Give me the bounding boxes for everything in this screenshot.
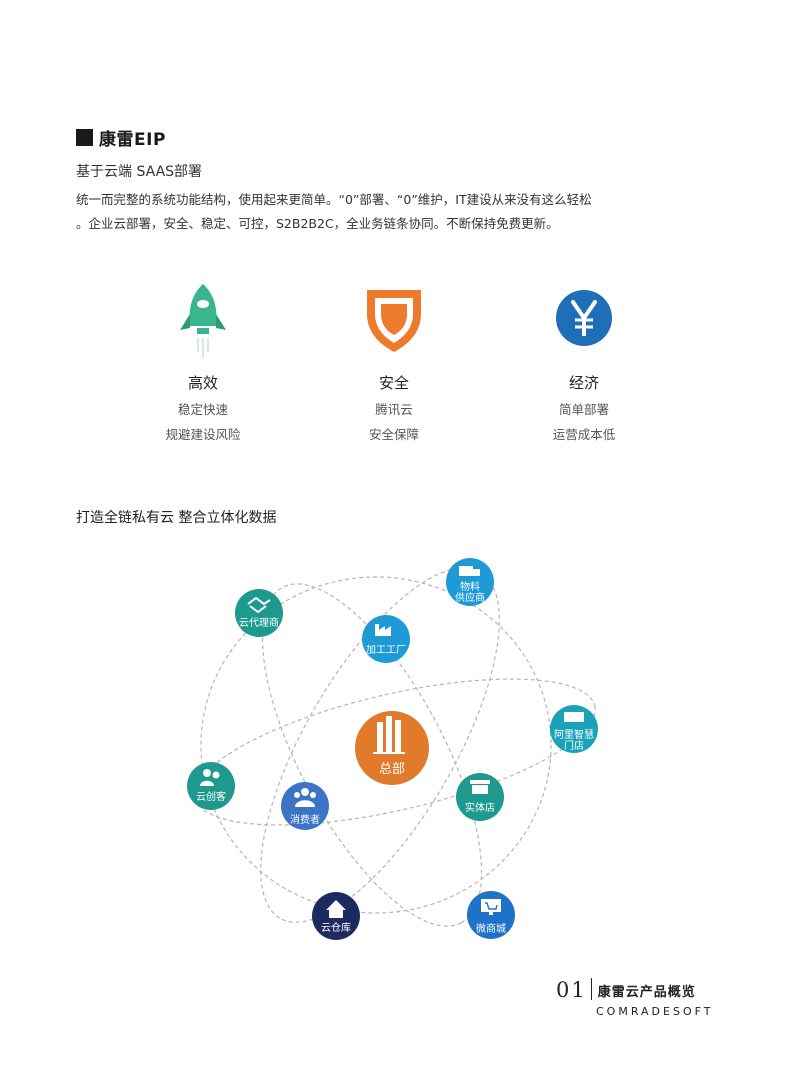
footer-title: 康雷云产品概览 xyxy=(597,985,696,1000)
feature-desc-2: 规避建设风险 xyxy=(165,427,241,442)
feature-desc-1: 稳定快速 xyxy=(177,402,228,417)
orbit-center-ellipse xyxy=(200,576,552,914)
feature-desc-2: 运营成本低 xyxy=(552,427,616,442)
group-icon xyxy=(294,788,316,807)
truck-icon xyxy=(459,566,480,576)
feature-efficiency: 高效 稳定快速 规避建设风险 xyxy=(133,280,273,443)
hq-node: 总部 xyxy=(355,711,429,785)
footer-divider xyxy=(590,978,592,1000)
factory-icon xyxy=(375,624,391,636)
orbit-horizontal-ellipse xyxy=(194,678,596,826)
feature-name: 经济 xyxy=(568,374,599,392)
feature-name: 高效 xyxy=(187,374,218,392)
page-number: 01 xyxy=(556,978,587,1002)
shop-icon xyxy=(470,780,490,794)
rocket-icon xyxy=(180,284,226,358)
intro-line-1: 统一而完整的系统功能结构，使用起来更简单。“0”部署、“0”维护，IT建设从来没… xyxy=(76,192,592,207)
node-label: 微商城 xyxy=(476,922,506,935)
orbit-tilted-ellipse-2 xyxy=(261,583,483,927)
yen-icon xyxy=(556,290,612,346)
node-consumer: 消费者 xyxy=(281,782,329,830)
node-cloud-maker: 云创客 xyxy=(187,762,235,810)
heading-square-icon xyxy=(76,129,93,146)
feature-security: 安全 腾讯云 安全保障 xyxy=(324,280,464,443)
node-label: 加工工厂 xyxy=(366,644,406,656)
node-material-supplier: 物料 供应商 xyxy=(446,558,494,606)
node-smart-store: 阿里智慧 门店 xyxy=(550,705,598,753)
node-label: 消费者 xyxy=(290,813,320,826)
building-icon xyxy=(373,716,405,754)
node-label: 云创客 xyxy=(196,790,226,803)
node-label-1: 阿里智慧 xyxy=(554,728,594,741)
people-icon xyxy=(200,769,220,786)
intro-line-2: 。企业云部署，安全、稳定、可控，S2B2B2C，全业务链条协同。不断保持免费更新… xyxy=(76,216,559,231)
intro-paragraph: 统一而完整的系统功能结构，使用起来更简单。“0”部署、“0”维护，IT建设从来没… xyxy=(76,188,736,236)
page-footer: 01 康雷云产品概览 COMRADESOFT xyxy=(556,978,726,1018)
node-label: 云代理商 xyxy=(239,616,279,629)
subtitle: 基于云端 SAAS部署 xyxy=(76,164,203,180)
node-label: 云仓库 xyxy=(321,921,351,934)
footer-brand: COMRADESOFT xyxy=(596,1005,714,1018)
feature-desc-1: 腾讯云 xyxy=(375,402,413,417)
heading-title: 康雷EIP xyxy=(99,130,166,150)
shield-icon xyxy=(367,290,421,352)
feature-name: 安全 xyxy=(378,374,409,392)
handshake-icon xyxy=(247,596,271,614)
hq-label: 总部 xyxy=(379,762,405,777)
section-heading: 康雷EIP xyxy=(76,125,166,150)
node-label-2: 供应商 xyxy=(455,591,485,604)
node-label-2: 门店 xyxy=(564,739,584,752)
feature-desc-2: 安全保障 xyxy=(368,427,419,442)
feature-economy: 经济 简单部署 运营成本低 xyxy=(514,280,654,443)
section-title: 打造全链私有云 整合立体化数据 xyxy=(76,510,277,526)
house-icon xyxy=(326,900,346,918)
node-physical-store: 实体店 xyxy=(456,773,504,821)
node-micro-mall: 微商城 xyxy=(467,891,515,939)
store-icon xyxy=(564,712,584,722)
node-label: 实体店 xyxy=(465,801,495,814)
feature-desc-1: 简单部署 xyxy=(558,402,609,417)
node-cloud-warehouse: 云仓库 xyxy=(312,892,360,940)
node-cloud-agent: 云代理商 xyxy=(235,589,283,637)
node-label-1: 物料 xyxy=(460,580,480,593)
monitor-cart-icon xyxy=(481,899,501,915)
node-factory: 加工工厂 xyxy=(362,615,410,663)
